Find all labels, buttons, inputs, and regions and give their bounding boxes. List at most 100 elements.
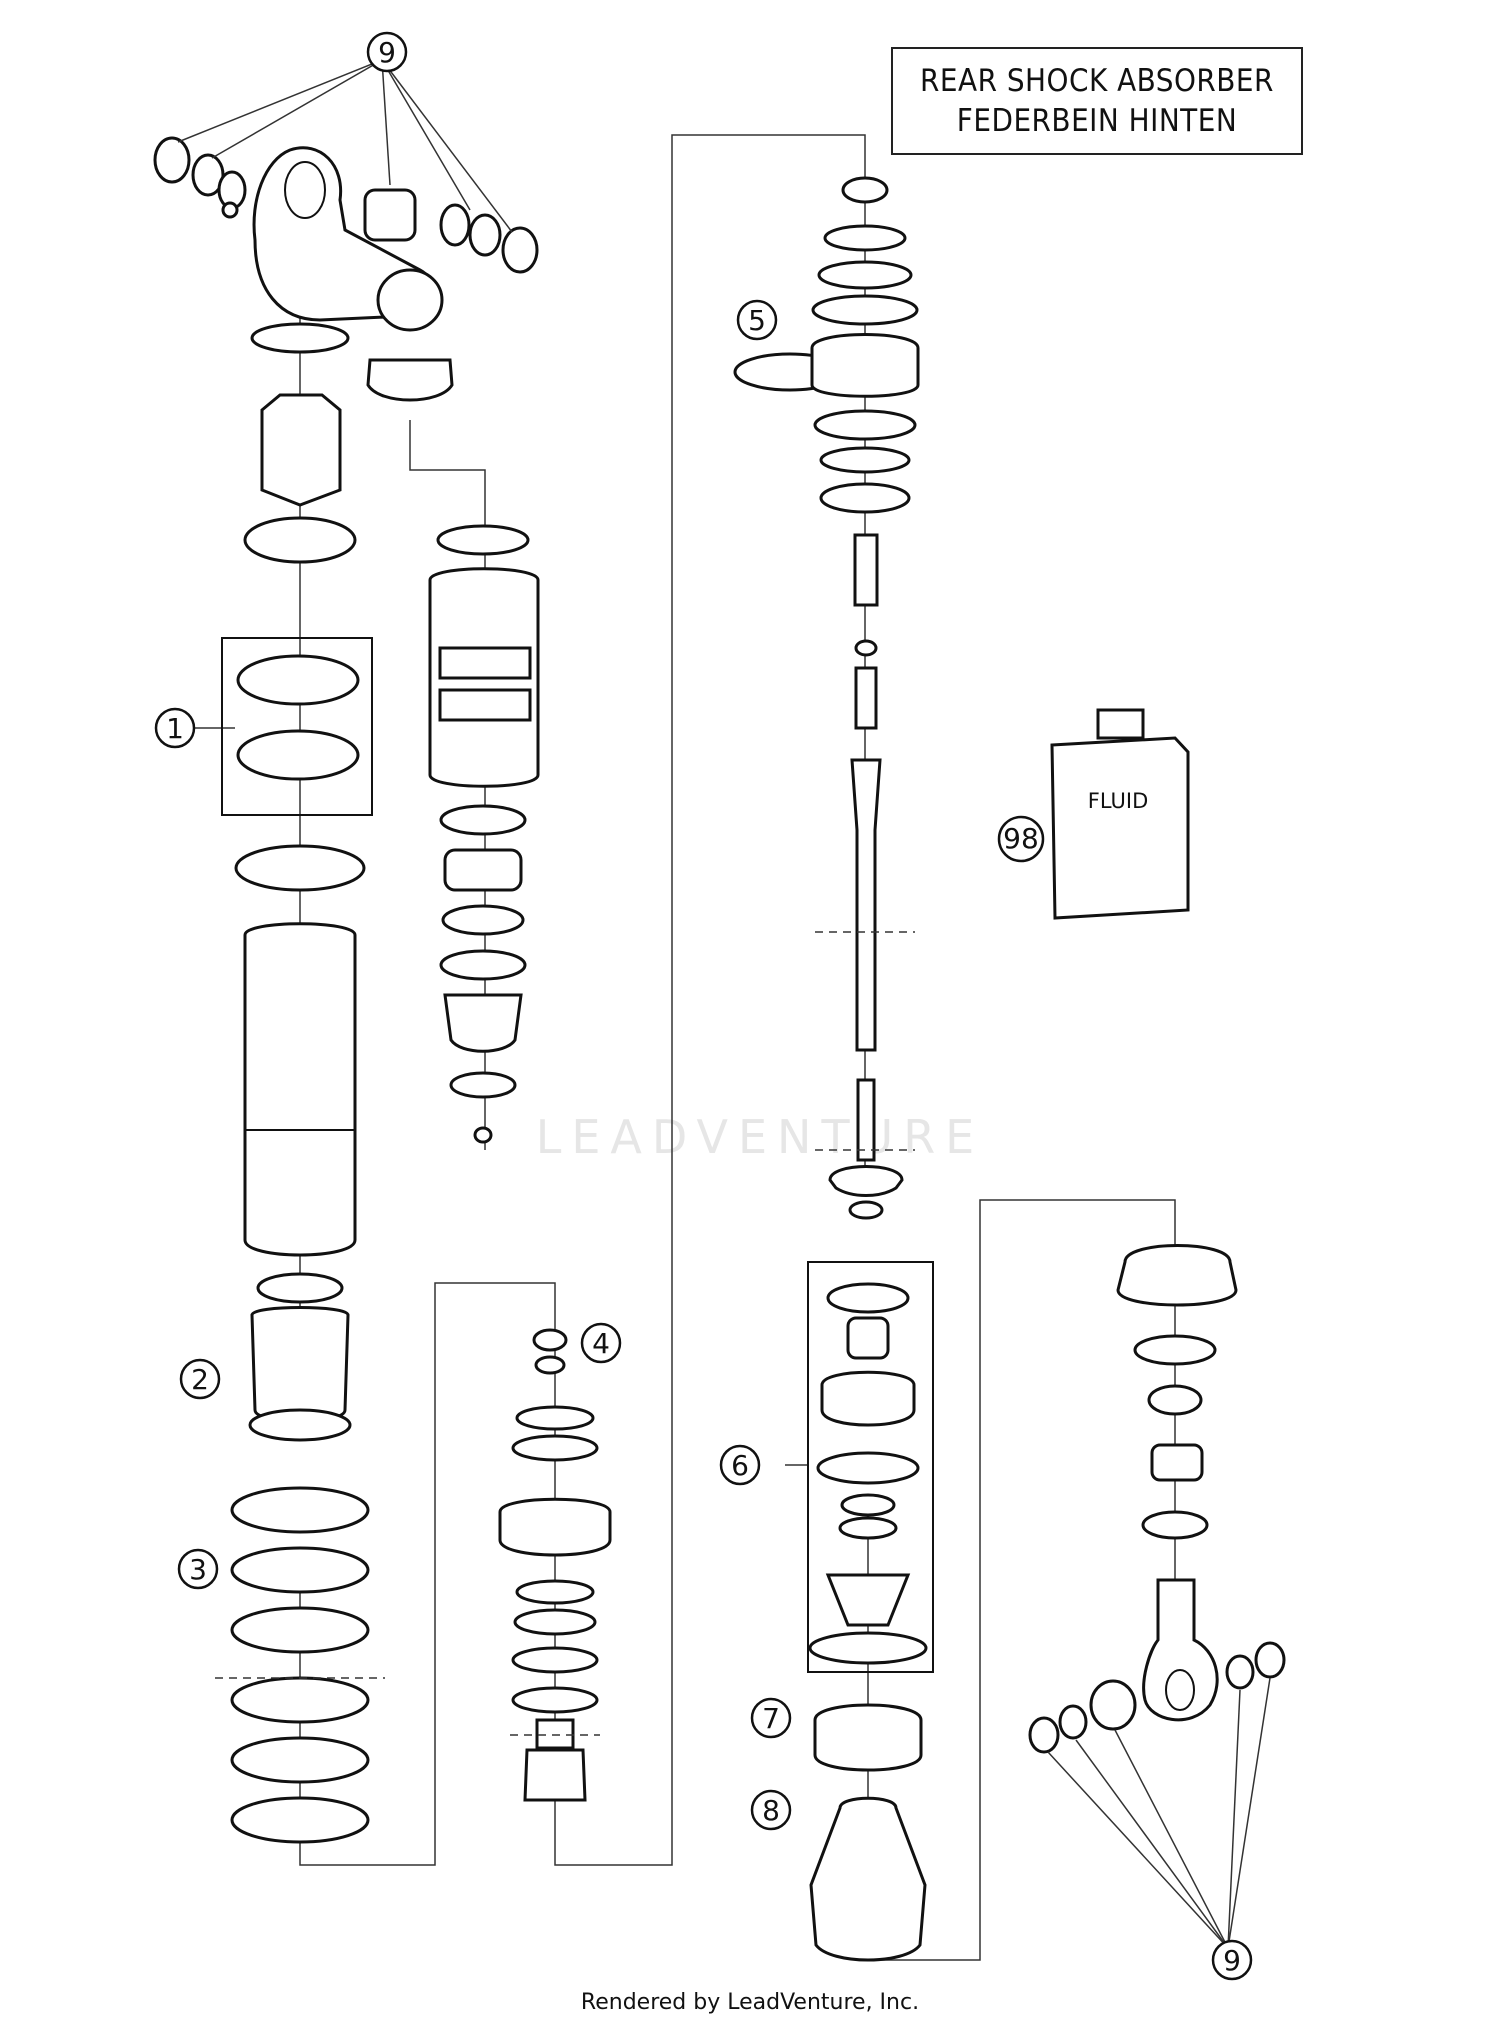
shim-2 xyxy=(511,1434,599,1462)
collar-ring xyxy=(1141,1510,1209,1540)
top-clevis-assembly xyxy=(153,136,539,402)
callout-7: 7 xyxy=(750,1697,792,1739)
nut-top xyxy=(532,1328,568,1352)
reservoir-thread-boss xyxy=(366,358,454,402)
svg-text:1: 1 xyxy=(166,712,184,745)
seal-head-body xyxy=(820,1370,916,1427)
clevis-eye xyxy=(284,161,326,219)
adjuster-ring-a xyxy=(236,654,360,706)
callout-8: 8 xyxy=(750,1789,792,1831)
svg-text:3: 3 xyxy=(189,1553,207,1586)
set-screw xyxy=(221,201,239,219)
svg-text:8: 8 xyxy=(762,1794,780,1827)
guide-valve-stack xyxy=(554,134,866,1866)
piston-rod-column xyxy=(733,176,920,1220)
guide-left-to-reservoir xyxy=(409,420,486,510)
svg-text:2: 2 xyxy=(191,1363,209,1396)
rod-shim-d xyxy=(813,409,917,441)
svg-text:4: 4 xyxy=(592,1327,610,1360)
adjuster-ring-b xyxy=(236,729,360,781)
rod-lower xyxy=(856,1078,876,1162)
lower-seal-left xyxy=(1058,1704,1088,1740)
lower-bearing xyxy=(1089,1679,1137,1731)
coil-spring xyxy=(215,1486,385,1844)
rod-clip xyxy=(848,1200,884,1220)
callout-3: 3 xyxy=(177,1548,219,1590)
valve-stack-column xyxy=(498,1328,612,1802)
o-ring-body xyxy=(234,844,366,892)
seal-head-cup xyxy=(825,1573,911,1627)
lower-eye-body xyxy=(1142,1578,1219,1722)
sleeve-ring xyxy=(248,1408,352,1442)
spring-seat-top xyxy=(1116,1244,1238,1307)
shim-5 xyxy=(511,1646,599,1674)
lower-adapter xyxy=(523,1748,587,1802)
reservoir-ring-b xyxy=(441,904,525,936)
valve-nut xyxy=(535,1718,575,1750)
svg-text:9: 9 xyxy=(1223,1944,1241,1977)
seal-head-base-ring xyxy=(808,1631,928,1665)
piston-valve xyxy=(498,1497,612,1557)
fluid-bottle: FLUID xyxy=(1050,708,1190,920)
seal-head-bushing xyxy=(846,1316,890,1360)
reservoir-piston xyxy=(443,993,523,1053)
collar-a xyxy=(1147,1384,1203,1416)
seal-head-group xyxy=(807,1261,934,1962)
callout-1: 1 xyxy=(154,707,196,749)
lower-bushing-right xyxy=(1254,1641,1286,1679)
diagram-title-box: REAR SHOCK ABSORBER FEDERBEIN HINTEN xyxy=(891,47,1303,155)
callout-5: 5 xyxy=(736,299,778,341)
reservoir-ring-d xyxy=(449,1071,517,1099)
lower-bushing-left xyxy=(1028,1716,1060,1754)
rod-shim-b xyxy=(817,260,913,290)
reservoir-ring-c xyxy=(439,949,527,981)
needle-sleeve xyxy=(853,533,879,607)
piston xyxy=(810,333,920,398)
group-box-1 xyxy=(221,637,373,816)
bearing-right xyxy=(363,188,417,242)
rod-shim-e xyxy=(819,446,911,474)
lower-seal-right xyxy=(1225,1654,1255,1690)
main-body-column xyxy=(221,322,373,1442)
shim-6 xyxy=(511,1686,599,1714)
svg-text:9: 9 xyxy=(378,36,396,69)
svg-text:98: 98 xyxy=(1003,822,1039,855)
o-ring-top xyxy=(250,322,350,354)
needle-pin xyxy=(854,666,878,730)
reservoir-screw xyxy=(473,1126,493,1144)
piston-rod xyxy=(850,758,882,1052)
threaded-body xyxy=(243,922,357,1257)
shim-4 xyxy=(513,1608,597,1636)
rod-end-clevis xyxy=(828,1165,904,1197)
bump-stop xyxy=(260,393,342,507)
group-box-6 xyxy=(807,1261,934,1673)
spring-retainer-sleeve xyxy=(250,1306,350,1423)
bump-rubber-8 xyxy=(809,1796,927,1962)
rod-spring-top xyxy=(841,176,889,204)
rod-shim-c xyxy=(811,294,919,326)
o-ring-lower xyxy=(256,1272,344,1304)
callout-4: 4 xyxy=(580,1322,622,1364)
reservoir-o-ring xyxy=(436,524,530,556)
footer-credit: Rendered by LeadVenture, Inc. xyxy=(580,1990,920,2015)
dust-cap-7 xyxy=(813,1703,923,1772)
reservoir-label-band-a xyxy=(438,646,532,680)
callout-9-top: 9 xyxy=(177,31,513,233)
svg-text:6: 6 xyxy=(731,1449,749,1482)
rod-shim-f xyxy=(819,482,911,514)
shim-3 xyxy=(515,1579,595,1605)
lower-eye-hole xyxy=(1165,1669,1195,1711)
seal-head-o-ring xyxy=(816,1451,920,1485)
bushing-left-outer xyxy=(153,136,191,184)
washer-top xyxy=(534,1355,566,1375)
watermark: LEADVENTURE xyxy=(535,1110,985,1164)
rod-shim-a xyxy=(823,224,907,252)
spring-seat-ring xyxy=(1133,1334,1217,1366)
callout-2: 2 xyxy=(179,1358,221,1400)
lower-eye-assembly xyxy=(1028,1244,1286,1754)
svg-text:7: 7 xyxy=(762,1702,780,1735)
svg-text:5: 5 xyxy=(748,304,766,337)
reservoir-label-band-b xyxy=(438,688,532,722)
reservoir-column xyxy=(428,524,540,1144)
